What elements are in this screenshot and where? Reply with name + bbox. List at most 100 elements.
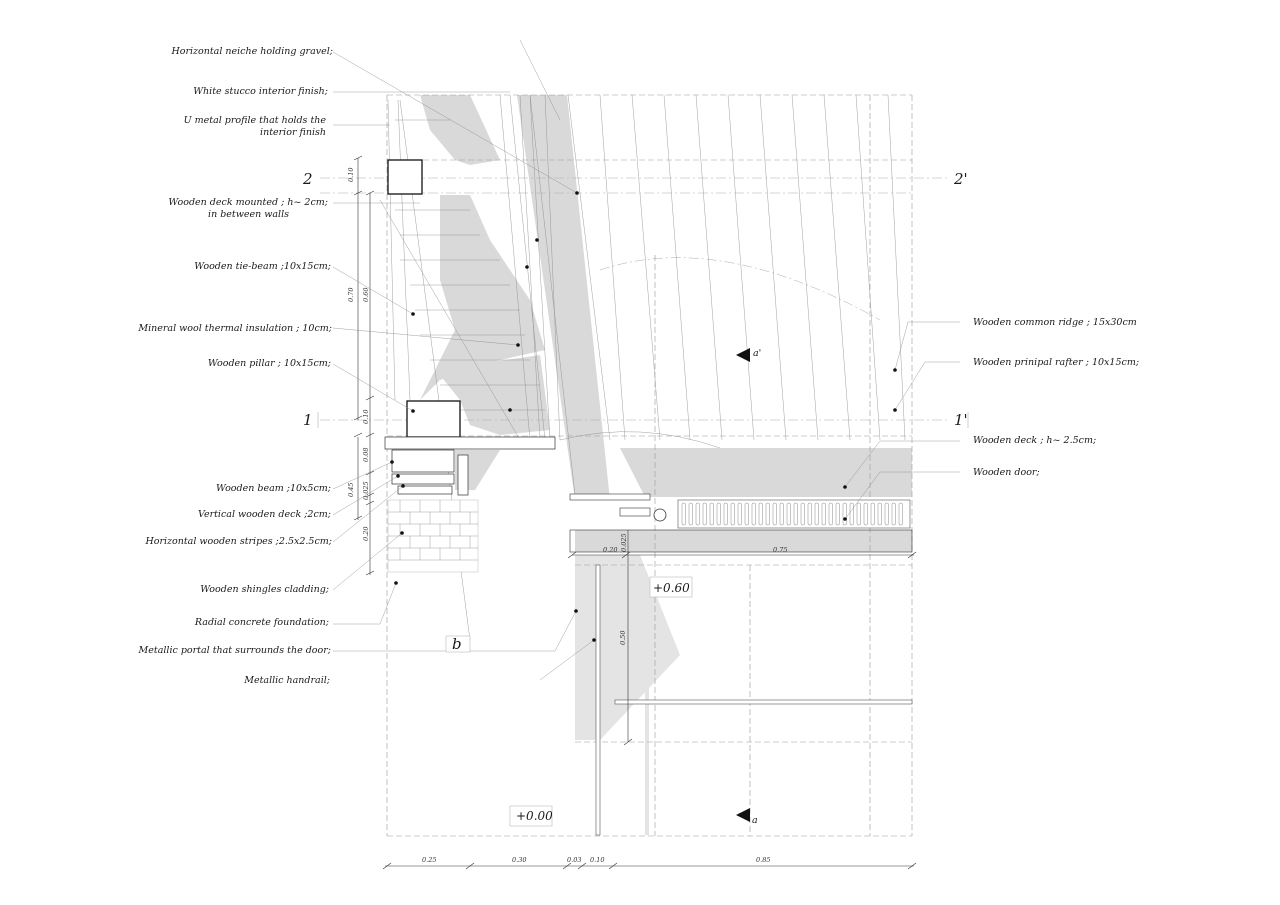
dim-left-010-top: 0.10	[347, 168, 355, 182]
dim-bottom-010: 0.10	[590, 856, 604, 864]
dim-bottom-003: 0.03	[567, 856, 581, 864]
door-slat	[856, 502, 861, 526]
label-metallic-handrail: Metallic handrail;	[243, 675, 330, 686]
shingles-cladding	[387, 499, 479, 573]
door-slat	[744, 502, 749, 526]
mid-dimension-chain	[567, 530, 917, 746]
dim-left-0025: 0.025	[362, 481, 370, 500]
label-u-metal-profile: U metal profile that holds the	[184, 115, 327, 126]
door-slat	[772, 502, 777, 526]
door-slat	[758, 502, 763, 526]
axis-lines	[320, 177, 950, 421]
elevation-marks: +0.60 +0.00	[516, 581, 690, 823]
label-gravel-niche: Horizontal neiche holding gravel;	[170, 46, 333, 57]
label-common-ridge: Wooden common ridge ; 15x30cm	[973, 317, 1137, 328]
label-horizontal-stripes: Horizontal wooden stripes ;2.5x2.5cm;	[144, 536, 332, 547]
door-slat	[891, 502, 896, 526]
door-slat	[723, 502, 728, 526]
bottom-dimension-chain	[382, 862, 917, 870]
dim-bottom-085: 0.85	[756, 856, 770, 864]
axis-2: 2	[302, 170, 313, 188]
elevation-box	[509, 805, 553, 827]
axis-box	[445, 635, 471, 653]
axis-2-prime: 2'	[953, 170, 968, 188]
door-slat	[849, 502, 854, 526]
label-metallic-portal: Metallic portal that surrounds the door;	[138, 645, 331, 656]
label-u-metal-profile-cont: interior finish	[260, 127, 326, 138]
dim-left-045: 0.45	[347, 483, 355, 497]
door-slat	[842, 502, 847, 526]
door-slat	[814, 502, 819, 526]
label-principal-rafter: Wooden prinipal rafter ; 10x15cm;	[973, 357, 1139, 368]
door-slat	[877, 502, 882, 526]
label-wooden-door: Wooden door;	[973, 467, 1040, 478]
label-wooden-deck-mounted-cont: in between walls	[208, 209, 289, 220]
label-tie-beam: Wooden tie-beam ;10x15cm;	[194, 261, 331, 272]
label-wooden-deck: Wooden deck ; h~ 2.5cm;	[973, 435, 1096, 446]
label-vertical-deck: Vertical wooden deck ;2cm;	[198, 509, 331, 520]
leader-lines	[332, 51, 960, 681]
right-labels: Wooden common ridge ; 15x30cm Wooden pri…	[973, 317, 1139, 478]
door-slat	[702, 502, 707, 526]
dim-bottom-030: 0.30	[512, 856, 526, 864]
door-slat	[688, 502, 693, 526]
label-wooden-beam: Wooden beam ;10x5cm;	[216, 483, 331, 494]
door-slat	[828, 502, 833, 526]
left-dimension-texts: 0.10 0.70 0.60 0.10 0.08 0.45 0.025 0.20	[347, 168, 370, 541]
door-slat	[807, 502, 812, 526]
door-slat	[709, 502, 714, 526]
leader-dots	[390, 191, 897, 642]
rafters	[567, 94, 906, 441]
elevation-000: +0.00	[516, 809, 553, 823]
bottom-dimension-texts: 0.25 0.30 0.03 0.10 0.85	[422, 856, 770, 864]
mid-dimension-texts: 0.20 0.025 0.75 0.50	[603, 533, 787, 645]
dim-left-060: 0.60	[362, 288, 370, 302]
section-a: a	[752, 815, 758, 826]
axis-markers: 2 2' 1 1' a' a b	[302, 170, 968, 826]
frame	[386, 94, 913, 837]
label-shingles: Wooden shingles cladding;	[200, 584, 329, 595]
door-slat	[716, 502, 721, 526]
elevation-box	[649, 576, 693, 598]
wall-strips	[387, 94, 551, 441]
label-mineral-wool: Mineral wool thermal insulation ; 10cm;	[137, 323, 332, 334]
door-slat	[730, 502, 735, 526]
door-slat	[835, 502, 840, 526]
dim-mid-0025: 0.025	[620, 533, 628, 552]
label-wooden-pillar: Wooden pillar ; 10x15cm;	[208, 358, 331, 369]
door-slat	[737, 502, 742, 526]
door-slat	[681, 502, 686, 526]
axis-1-prime: 1'	[954, 411, 968, 429]
dim-left-008: 0.08	[362, 448, 370, 462]
door-slat	[870, 502, 875, 526]
left-labels: Horizontal neiche holding gravel; White …	[137, 46, 333, 686]
dim-left-010: 0.10	[362, 410, 370, 424]
left-dimension-chain	[353, 155, 375, 576]
axis-1: 1	[303, 411, 313, 429]
door-slats	[681, 502, 903, 526]
dim-bottom-025: 0.25	[422, 856, 436, 864]
elevation-060: +0.60	[653, 581, 690, 595]
door-slat	[793, 502, 798, 526]
door-slat	[786, 502, 791, 526]
door-slat	[863, 502, 868, 526]
dim-mid-020: 0.20	[603, 546, 617, 554]
label-stucco-finish: White stucco interior finish;	[193, 86, 328, 97]
door-slat	[751, 502, 756, 526]
section-arrow-icon	[736, 348, 750, 362]
dim-left-070: 0.70	[347, 288, 355, 302]
dim-mid-075: 0.75	[773, 546, 787, 554]
door-slat	[779, 502, 784, 526]
door-slat	[898, 502, 903, 526]
label-wooden-deck-mounted: Wooden deck mounted ; h~ 2cm;	[168, 197, 328, 208]
dim-mid-050: 0.50	[619, 631, 627, 645]
dim-left-020: 0.20	[362, 527, 370, 541]
shaded-regions	[420, 95, 912, 835]
door-slat	[884, 502, 889, 526]
section-arrow-icon	[736, 808, 750, 822]
label-concrete-foundation: Radial concrete foundation;	[194, 617, 329, 628]
door-slat	[800, 502, 805, 526]
door-slat	[821, 502, 826, 526]
door-slat	[695, 502, 700, 526]
